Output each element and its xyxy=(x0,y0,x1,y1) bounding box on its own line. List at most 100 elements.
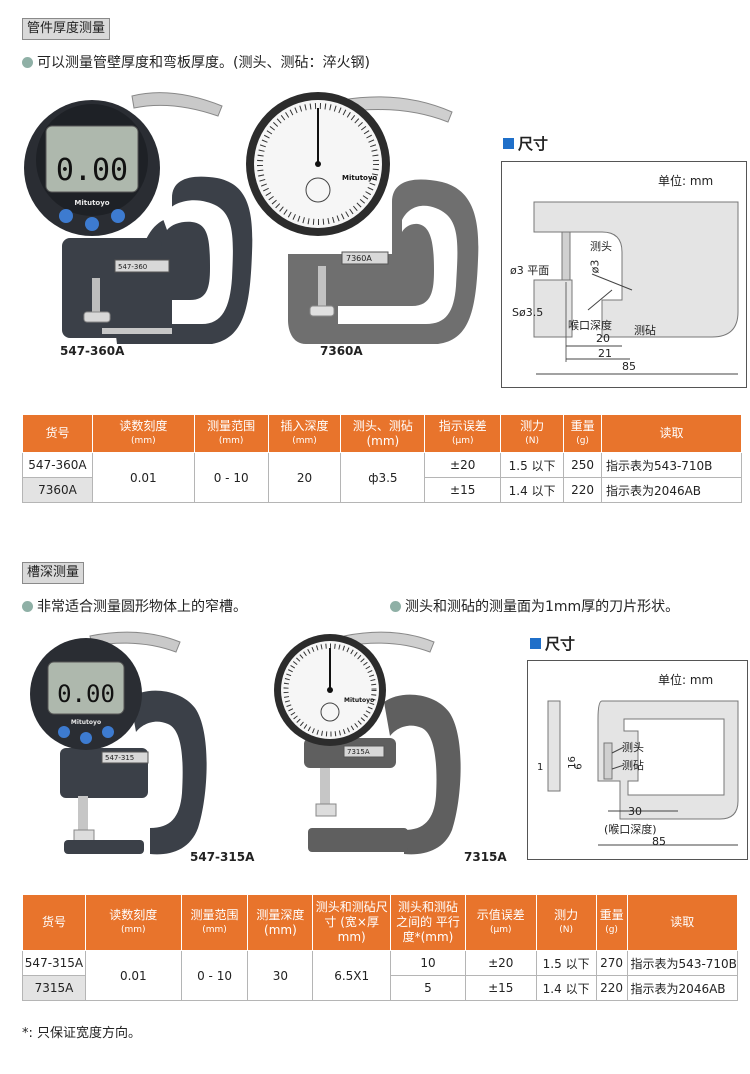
dimension-drawing-1: 单位: mm 测头 ø3 平面 ø3 Sø3.5 喉口深度 测砧 20 21 8… xyxy=(501,161,747,388)
dim1-title: 尺寸 xyxy=(503,133,548,154)
dim2-85-label: 85 xyxy=(652,835,666,848)
t1-cell-model: 547-360A xyxy=(22,452,93,478)
t2-cell-parallel: 5 xyxy=(390,975,466,1001)
t1-cell-model: 7360A xyxy=(22,477,93,503)
gauge-display-value: 0.00 xyxy=(56,153,128,188)
gauge-b-tag: 7360A xyxy=(346,254,372,263)
section1-title: 管件厚度测量 xyxy=(22,18,111,40)
gauge-d-tag: 7315A xyxy=(347,748,370,756)
t1-header-model: 货号 xyxy=(22,414,93,453)
model-label-7315a: 7315A xyxy=(464,850,507,864)
t1-cell-force: 1.5 以下 xyxy=(500,452,565,478)
t2-header-error: 示值误差(µm) xyxy=(464,894,537,951)
spec-table-1: 货号 读数刻度(mm) 测量范围(mm) 插入深度(mm) 测头、测砧(mm) … xyxy=(22,414,742,503)
t1-cell-weight: 220 xyxy=(563,477,603,503)
t1-cell-depth: 20 xyxy=(267,452,342,503)
footnote: *: 只保证宽度方向。 xyxy=(22,1026,142,1041)
gauge-c-brand: Mitutoyo xyxy=(71,719,101,726)
t2-cell-parallel: 10 xyxy=(390,950,466,976)
gauge-a-tag: 547-360 xyxy=(118,263,147,271)
t1-cell-resolution: 0.01 xyxy=(91,452,195,503)
t2-header-read: 读取 xyxy=(626,894,739,951)
dim1-anvil-label: 测砧 xyxy=(634,324,656,337)
t1-header-depth: 插入深度(mm) xyxy=(267,414,342,453)
dim1-20-label: 20 xyxy=(596,332,610,345)
t2-cell-error: ±15 xyxy=(464,975,537,1001)
t2-cell-weight: 220 xyxy=(595,975,628,1001)
dim1-85-label: 85 xyxy=(622,360,636,373)
spec-table-1-header-row: 货号 读数刻度(mm) 测量范围(mm) 插入深度(mm) 测头、测砧(mm) … xyxy=(22,414,742,453)
digital-gauge-image-547-360a: 547-360 0.00 Mitutoyo xyxy=(24,92,253,344)
gauge-b-brand: Mitutoyo xyxy=(342,174,377,182)
table-row: 547-360A 0.01 0 - 10 20 ф3.5 ±20 1.5 以下 … xyxy=(22,452,742,503)
t2-cell-model: 7315A xyxy=(22,975,86,1001)
t1-cell-force: 1.4 以下 xyxy=(500,477,565,503)
t2-cell-range: 0 - 10 xyxy=(180,950,249,1001)
t2-cell-force: 1.4 以下 xyxy=(535,975,597,1001)
dim1-21-label: 21 xyxy=(598,347,612,360)
t2-cell-depth: 30 xyxy=(247,950,314,1001)
t2-cell-size: 6.5X1 xyxy=(312,950,392,1001)
gauge-c-tag: 547-315 xyxy=(105,754,134,762)
dim1-phi3-label: ø3 xyxy=(588,259,602,274)
dim2-unit: 单位: mm xyxy=(658,673,714,687)
section1-bullet: 可以测量管壁厚度和弯板厚度。(测头、测砧：淬火钢) xyxy=(22,52,370,72)
spec-table-2: 货号 读数刻度(mm) 测量范围(mm) 测量深度(mm) 测头和测砧尺寸 (宽… xyxy=(22,894,739,1001)
t1-cell-error: ±15 xyxy=(424,477,502,503)
dim2-1-label: 1 xyxy=(537,762,544,773)
bullet-dot-icon xyxy=(390,601,401,612)
table-row: 7315A 5 ±15 1.4 以下 220 指示表为2046AB xyxy=(22,975,739,1001)
section2-bullet-2: 测头和测砧的测量面为1mm厚的刀片形状。 xyxy=(390,596,679,616)
dial-gauge-image-7315a: 7315A Mitutoyo xyxy=(274,631,461,855)
dim2-depth-label: (喉口深度) xyxy=(604,823,657,836)
t1-cell-read: 指示表为2046AB xyxy=(601,477,742,503)
gauge-d-brand: Mitutoyo xyxy=(344,697,374,704)
t2-header-model: 货号 xyxy=(22,894,86,951)
dim2-probe-label: 测头 xyxy=(622,741,644,754)
t2-header-force: 测力(N) xyxy=(535,894,597,951)
t1-header-read: 读取 xyxy=(601,414,742,453)
square-bullet-icon xyxy=(530,638,541,649)
t1-cell-range: 0 - 10 xyxy=(193,452,269,503)
t1-cell-read: 指示表为543-710B xyxy=(601,452,742,478)
dim1-s35-label: Sø3.5 xyxy=(512,306,544,319)
dim1-flat-label: ø3 平面 xyxy=(510,264,550,277)
dim1-unit: 单位: mm xyxy=(658,174,714,188)
t1-header-weight: 重量(g) xyxy=(563,414,603,453)
t2-cell-force: 1.5 以下 xyxy=(535,950,597,976)
gauge-c-display-value: 0.00 xyxy=(57,680,115,708)
bullet-dot-icon xyxy=(22,57,33,68)
dim2-6-label: 6 xyxy=(573,763,585,770)
t1-cell-probe: ф3.5 xyxy=(340,452,426,503)
square-bullet-icon xyxy=(503,138,514,149)
t2-cell-weight: 270 xyxy=(595,950,628,976)
t1-cell-weight: 250 xyxy=(563,452,603,478)
t1-header-range: 测量范围(mm) xyxy=(193,414,269,453)
t1-cell-error: ±20 xyxy=(424,452,502,478)
gauge-a-brand: Mitutoyo xyxy=(74,199,109,207)
dim2-anvil-label: 测砧 xyxy=(622,759,644,772)
dim2-title: 尺寸 xyxy=(530,633,575,654)
digital-gauge-image-547-315a: 547-315 0.00 Mitutoyo xyxy=(30,631,207,855)
t2-header-parallel: 测头和测砧之间的 平行度*(mm) xyxy=(390,894,466,951)
table-row: 547-315A 0.01 0 - 10 30 6.5X1 10 ±20 1.5… xyxy=(22,950,739,1001)
t1-header-probe: 测头、测砧(mm) xyxy=(340,414,426,453)
t1-header-error: 指示误差(µm) xyxy=(424,414,502,453)
section2-title: 槽深测量 xyxy=(22,562,85,584)
t2-cell-model: 547-315A xyxy=(22,950,86,976)
model-label-547-360a: 547-360A xyxy=(60,344,125,358)
t2-cell-read: 指示表为543-710B xyxy=(626,950,739,976)
t2-header-size: 测头和测砧尺寸 (宽×厚mm) xyxy=(312,894,392,951)
t2-header-resolution: 读数刻度(mm) xyxy=(84,894,182,951)
section2-bullet-1: 非常适合测量圆形物体上的窄槽。 xyxy=(22,596,247,616)
t2-cell-error: ±20 xyxy=(464,950,537,976)
dim1-depth-label: 喉口深度 xyxy=(568,319,612,332)
t1-header-force: 测力(N) xyxy=(500,414,565,453)
dial-gauge-image-7360a: 7360A Mitutoyo xyxy=(246,92,479,344)
model-label-547-315a: 547-315A xyxy=(190,850,255,864)
t1-header-resolution: 读数刻度(mm) xyxy=(91,414,195,453)
t2-cell-read: 指示表为2046AB xyxy=(626,975,739,1001)
dim1-probe-label: 测头 xyxy=(590,240,612,253)
dimension-drawing-2: 单位: mm 测头 测砧 1 16 6 30 (喉口深度) 85 xyxy=(527,660,748,860)
bullet-dot-icon xyxy=(22,601,33,612)
